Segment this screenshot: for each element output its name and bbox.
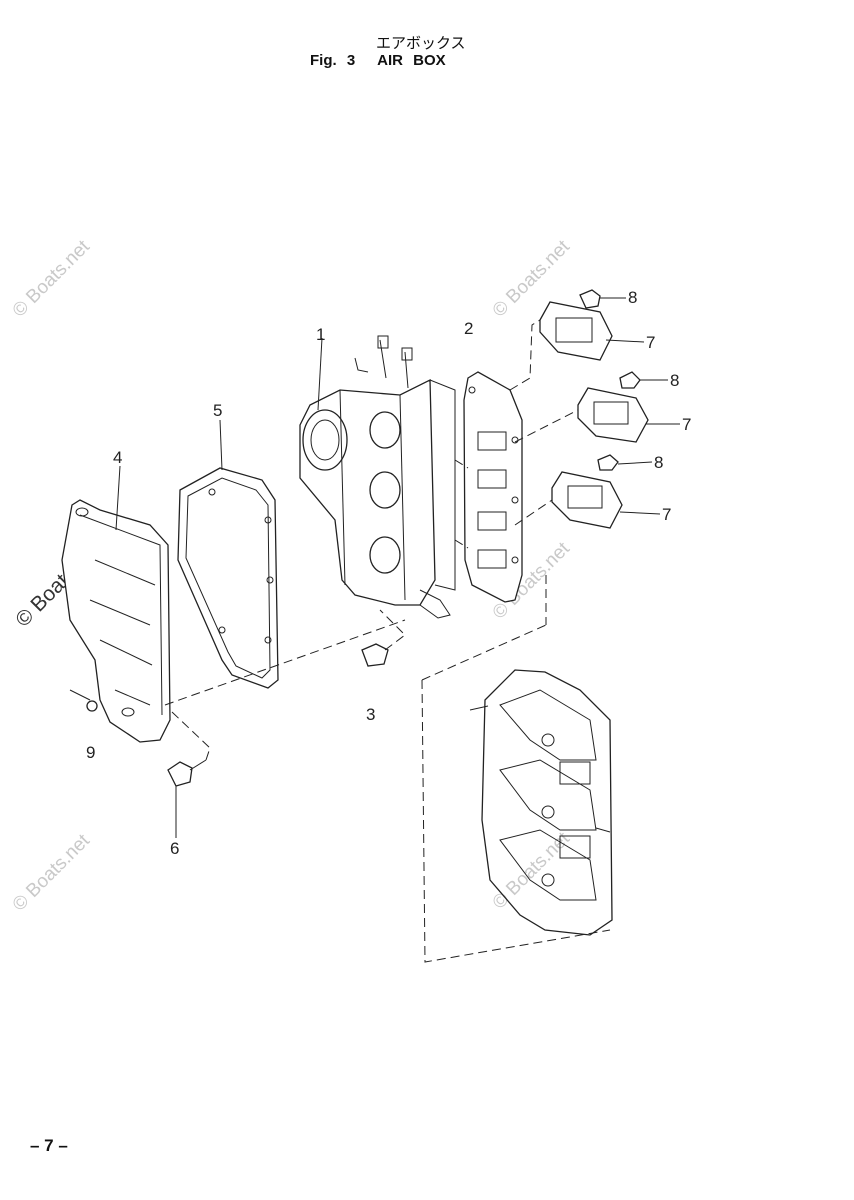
callout-5: 5	[213, 401, 222, 420]
callout-2: 2	[464, 319, 473, 338]
page-number: – 7 –	[30, 1136, 68, 1155]
callout-9: 9	[86, 743, 95, 762]
callout-7b: 7	[682, 415, 691, 434]
callout-leaders	[115, 297, 680, 838]
figure-title-english: AIR BOX	[377, 52, 446, 69]
callout-7c: 7	[662, 505, 671, 524]
part-9-screw	[69, 689, 98, 712]
callout-6: 6	[170, 839, 179, 858]
watermark-text: © Boats.net	[9, 236, 95, 322]
watermark-text: © Boats.net	[9, 830, 95, 916]
part-7-reed-valve-1	[539, 301, 613, 361]
part-5-gasket	[177, 467, 279, 689]
figure-number: Fig. 3	[310, 52, 356, 69]
part-6-bolt	[167, 759, 207, 787]
callout-4: 4	[113, 448, 122, 467]
part-7-reed-valve-3	[551, 471, 623, 529]
part-7-reed-valve-2	[577, 387, 649, 443]
callout-8a: 8	[628, 288, 637, 307]
callout-1: 1	[316, 325, 325, 344]
part-8-screws	[579, 289, 641, 471]
part-1-air-box	[299, 335, 456, 619]
callout-labels: 1 2 3 4 5 6 7 7 7 8 8 8 9	[86, 288, 691, 858]
part-4-air-box-cover	[61, 499, 171, 743]
air-box-bolt	[361, 643, 389, 667]
figure-title: Fig. 3 AIR BOX	[310, 52, 446, 69]
part-3-crankcase	[469, 669, 613, 936]
callout-3: 3	[366, 705, 375, 724]
watermark-text: © Boats.net	[489, 828, 575, 914]
callout-8c: 8	[654, 453, 663, 472]
figure-title-japanese: エアボックス	[376, 34, 466, 52]
assembly-dash-lines	[164, 319, 611, 963]
part-2-plate	[463, 371, 523, 603]
callout-7a: 7	[646, 333, 655, 352]
callout-8b: 8	[670, 371, 679, 390]
